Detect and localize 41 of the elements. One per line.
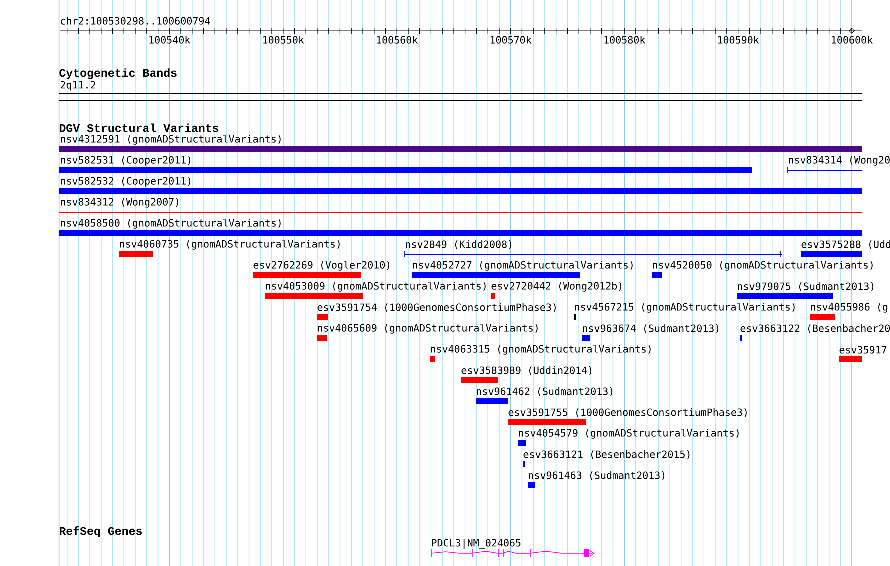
variant-label: esv3663121 (Besenbacher2015) bbox=[524, 450, 690, 460]
variant-label: esv35917 bbox=[840, 346, 887, 354]
variant-label: nsv961462 (Sudmant2013) bbox=[477, 388, 613, 396]
variant-label: esv3583989 (Uddin2014) bbox=[462, 366, 592, 376]
tick-label: 100550k bbox=[264, 36, 304, 44]
band-label: 2q11.2 bbox=[60, 81, 96, 91]
variant-label: nsv2849 (Kidd2008) bbox=[406, 240, 512, 250]
variant-label: nsv4520050 (gnomADStructuralVariants) bbox=[653, 261, 873, 271]
variant-label: nsv4055986 (g bbox=[811, 303, 888, 313]
variant-label: nsv4065609 (gnomADStructuralVariants) bbox=[318, 324, 538, 334]
tick-label: 100540k bbox=[150, 36, 191, 44]
variant-label: nsv834314 (Wong20 bbox=[789, 156, 890, 166]
variant-label: esv3591755 (1000GenomesConsortiumPhase3) bbox=[508, 408, 747, 418]
variant-label: nsv4058500 (gnomADStructuralVariants) bbox=[61, 219, 281, 229]
variant-label: nsv961463 (Sudmant2013) bbox=[529, 472, 665, 480]
tick-label: 100590k bbox=[718, 36, 760, 44]
tick-label: 100580k bbox=[604, 36, 646, 44]
track-heading: Cytogenetic Bands bbox=[60, 68, 177, 80]
variant-label: esv3591754 (1000GenomesConsortiumPhase3) bbox=[318, 304, 556, 312]
variant-label: nsv4312591 (gnomADStructuralVariants) bbox=[61, 135, 281, 145]
variant-label: nsv4053009 (gnomADStructuralVariants) bbox=[266, 282, 486, 292]
variant-label: nsv4060735 (gnomADStructuralVariants) bbox=[120, 240, 340, 250]
gene-label: PDCL3|NM_024065 bbox=[432, 539, 521, 549]
position-label: chr2:100530298..100600794 bbox=[61, 17, 210, 25]
variant-label: nsv4052727 (gnomADStructuralVariants) bbox=[413, 261, 633, 271]
variant-label: esv2762269 (Vogler2010) bbox=[254, 261, 390, 271]
variant-label: nsv4567215 (gnomADStructuralVariants) bbox=[575, 303, 795, 313]
tick-label: 100560k bbox=[377, 36, 418, 44]
variant-label: nsv4054579 (gnomADStructuralVariants) bbox=[519, 429, 739, 439]
variant-label: nsv834312 (Wong2007) bbox=[61, 198, 179, 208]
tick-label: 100600k bbox=[832, 36, 873, 44]
variant-label: nsv582531 (Cooper2011) bbox=[61, 156, 191, 166]
variant-label: nsv979075 (Sudmant2013) bbox=[738, 282, 874, 292]
track-heading: RefSeq Genes bbox=[60, 526, 142, 538]
variant-label: nsv963674 (Sudmant2013) bbox=[583, 324, 719, 334]
tick-label: 100570k bbox=[490, 36, 532, 44]
variant-label: nsv582532 (Cooper2011) bbox=[61, 177, 191, 187]
variant-label: esv3663122 (Besenbacher20 bbox=[740, 324, 890, 334]
variant-label: esv2720442 (Wong2012b) bbox=[492, 282, 622, 292]
track-heading: DGV Structural Variants bbox=[60, 124, 219, 132]
variant-label: nsv4063315 (gnomADStructuralVariants) bbox=[431, 345, 651, 355]
